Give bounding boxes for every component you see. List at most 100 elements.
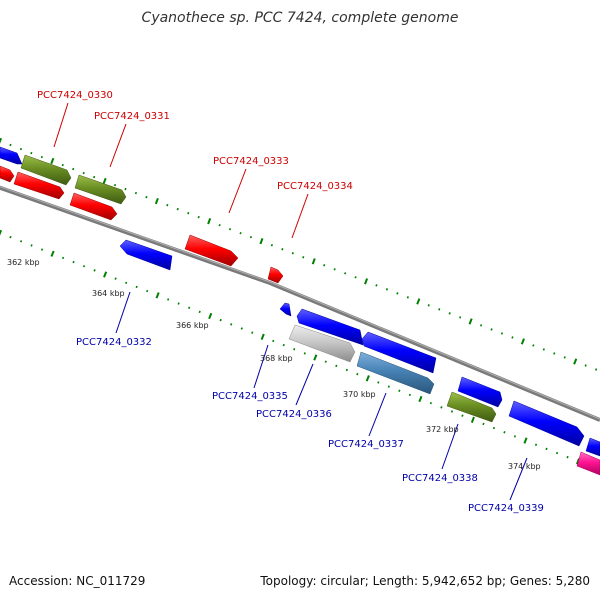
outer-row-tick	[249, 236, 253, 239]
gene-arrow-blue-long[interactable]	[296, 308, 364, 346]
gene-label-0334[interactable]: PCC7424_0334	[277, 181, 353, 192]
gene-arrow-red-0334[interactable]	[267, 266, 284, 284]
gene-arrow-blue-0337[interactable]	[361, 331, 437, 374]
leader-line-0336	[295, 363, 314, 406]
gene-label-0337[interactable]: PCC7424_0337	[328, 439, 404, 450]
outer-row-tick	[511, 336, 514, 339]
gene-arrow-blue[interactable]	[0, 146, 23, 165]
inner-row-tick	[146, 289, 149, 293]
inner-row-tick	[272, 339, 275, 343]
outer-row-tick	[291, 252, 294, 255]
inner-row-tick	[513, 435, 517, 438]
scale-label-368: 368 kbp	[260, 354, 293, 363]
inner-row-tick	[9, 235, 12, 239]
outer-row-tick	[102, 177, 107, 185]
inner-row-tick	[40, 248, 44, 251]
outer-row-tick	[197, 215, 200, 219]
gene-label-0331[interactable]: PCC7424_0331	[94, 111, 170, 122]
gene-arrow-red-0331[interactable]	[69, 192, 118, 221]
leader-line-0335	[253, 344, 269, 389]
outer-row-tick	[218, 224, 221, 227]
inner-row-tick	[365, 375, 370, 382]
inner-row-tick	[50, 250, 55, 257]
outer-row-tick	[0, 137, 3, 144]
gene-arrow-red-0333[interactable]	[184, 234, 239, 267]
inner-row-tick	[450, 410, 454, 413]
gene-label-0335[interactable]: PCC7424_0335	[212, 391, 288, 402]
gene-arrow-pink[interactable]	[576, 451, 600, 476]
outer-row-tick	[438, 308, 441, 311]
inner-row-tick	[523, 437, 528, 444]
inner-row-tick	[208, 312, 213, 320]
inner-row-tick	[398, 389, 401, 392]
inner-row-tick	[492, 426, 496, 430]
inner-row-tick	[135, 285, 138, 289]
outer-row-tick	[176, 207, 179, 211]
gene-arrow-blue-0338[interactable]	[457, 376, 503, 408]
inner-row-tick	[93, 269, 96, 272]
inner-row-tick	[61, 256, 65, 260]
gene-label-0330[interactable]: PCC7424_0330	[37, 90, 113, 101]
outer-row-tick	[302, 256, 305, 259]
inner-row-tick	[282, 343, 285, 347]
inner-row-tick	[240, 327, 243, 330]
gene-label-0332[interactable]: PCC7424_0332	[76, 337, 152, 348]
outer-row-tick	[553, 352, 556, 355]
gene-label-0336[interactable]: PCC7424_0336	[256, 409, 332, 420]
inner-row-tick	[30, 244, 33, 247]
inner-row-tick	[125, 281, 128, 284]
outer-row-tick	[207, 218, 212, 225]
genome-backbone	[0, 185, 600, 422]
gene-arrow-grey-0336[interactable]	[288, 324, 356, 363]
outer-row-tick	[113, 183, 117, 187]
gene-arrow-blue-0339[interactable]	[508, 400, 585, 447]
gene-arrow-steel-0337[interactable]	[356, 351, 435, 395]
leader-line-0333	[228, 168, 247, 214]
outer-row-tick	[93, 175, 96, 179]
inner-row-tick	[230, 323, 233, 326]
inner-row-tick	[19, 240, 23, 243]
outer-row-tick	[61, 163, 64, 167]
leader-line-0339	[509, 457, 528, 501]
leader-line-0337	[368, 392, 387, 437]
inner-row-tick	[82, 265, 86, 268]
inner-row-tick	[198, 310, 201, 314]
scale-label-364: 364 kbp	[92, 289, 125, 298]
outer-row-tick	[364, 278, 369, 285]
outer-row-tick	[124, 187, 127, 191]
gene-arrow-red[interactable]	[0, 165, 15, 183]
gene-arrow-blue-0332[interactable]	[119, 239, 173, 271]
gene-label-0338[interactable]: PCC7424_0338	[402, 473, 478, 484]
gene-arrow-red-0330[interactable]	[13, 171, 65, 200]
outer-row-tick	[479, 324, 483, 327]
tick-row-outer	[0, 137, 598, 371]
inner-row-tick	[260, 333, 265, 340]
outer-row-tick	[50, 157, 55, 165]
tick-row-inner	[0, 229, 600, 471]
gene-label-0333[interactable]: PCC7424_0333	[213, 156, 289, 167]
gene-arrow-olive-0331[interactable]	[74, 174, 127, 205]
leader-line-0332	[115, 291, 131, 334]
inner-row-tick	[155, 292, 160, 299]
scale-label-362: 362 kbp	[7, 258, 40, 267]
gene-arrow-olive-0330[interactable]	[20, 154, 72, 186]
outer-row-tick	[187, 211, 190, 215]
inner-row-tick	[555, 451, 559, 455]
inner-row-tick	[324, 360, 327, 363]
inner-row-tick	[387, 385, 390, 388]
outer-row-tick	[416, 298, 421, 305]
inner-row-tick	[566, 455, 569, 459]
outer-row-tick	[542, 348, 545, 351]
outer-row-tick	[19, 147, 23, 151]
genome-summary-text: Topology: circular; Length: 5,942,652 bp…	[260, 574, 590, 588]
outer-row-tick	[490, 328, 493, 331]
gene-label-0339[interactable]: PCC7424_0339	[468, 503, 544, 514]
gene-arrow-blue-0335[interactable]	[279, 302, 292, 317]
inner-row-tick	[114, 277, 117, 280]
gene-arrow-olive-0338[interactable]	[446, 391, 497, 423]
gene-arrow-blue-edge[interactable]	[585, 437, 600, 457]
outer-row-tick	[406, 296, 409, 299]
inner-row-tick	[293, 348, 296, 351]
inner-row-tick	[429, 401, 433, 405]
